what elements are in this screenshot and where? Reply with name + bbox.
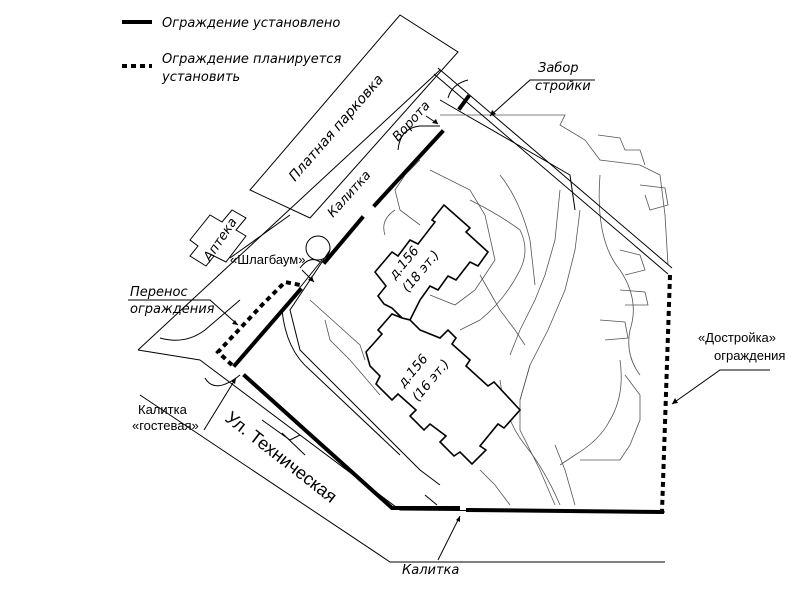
construction-fence-label-1: Забор [538,61,579,76]
street-label-group: Ул. Техническая [222,407,341,506]
transfer-marker: Перенос ограждения [128,285,239,326]
legend-planned-label-2: установить [161,70,240,85]
wicket-top-label: Калитка [325,168,375,221]
completion-marker: «Достройка» ограждения [671,330,785,405]
guest-wicket-label-2: «гостевая» [132,418,199,433]
gate-marker: Ворота [390,98,439,145]
construction-fence-label-2: стройки [535,79,591,94]
completion-label-1: «Достройка» [698,330,776,345]
completion-label-2: ограждения [714,348,785,363]
construction-fence [433,67,673,275]
guest-wicket-label-1: Калитка [138,402,188,417]
guest-wicket-marker: Калитка «гостевая» [132,377,237,433]
transfer-label-1: Перенос [130,285,188,300]
wicket-top-marker: Калитка [325,168,375,221]
barrier-marker: «Шлагбаум» [230,252,315,283]
transfer-label-2: ограждения [130,302,215,317]
barrier-label: «Шлагбаум» [230,252,305,267]
street-label: Ул. Техническая [222,407,341,506]
legend-planned-label: Ограждение планируется [162,52,341,67]
construction-fence-marker: Забор стройки [489,61,595,117]
wicket-bottom-marker: Калитка [402,515,461,578]
building-18-floor: д.156 (18 эт.) [373,203,490,321]
building-16-floor: д.156 (16 эт.) [365,313,522,466]
wicket-bottom-label: Калитка [402,563,459,578]
fence-planned [215,274,672,513]
legend: Ограждение установлено Ограждение планир… [122,16,341,85]
fence-installed [232,94,665,515]
legend-installed-label: Ограждение установлено [162,16,340,31]
